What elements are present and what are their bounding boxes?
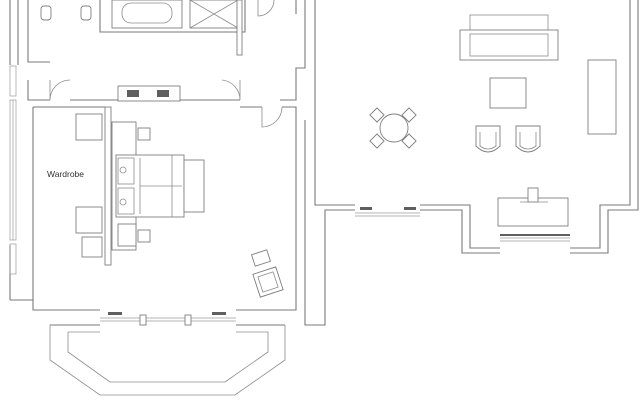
wardrobe-cabinet-2 <box>75 206 103 234</box>
partition <box>236 0 243 56</box>
wardrobe-partition <box>104 106 112 266</box>
dining-set <box>369 107 417 149</box>
doors <box>49 0 283 128</box>
armchair-living-2 <box>515 125 541 153</box>
bathtub <box>111 0 183 29</box>
armchair <box>252 266 284 298</box>
toilet-2 <box>80 5 92 21</box>
living-room <box>369 14 617 227</box>
bed <box>115 154 185 218</box>
bench <box>183 159 205 213</box>
exterior-walls <box>9 0 639 396</box>
bathroom <box>40 0 243 102</box>
nightstand-lamp-1 <box>137 127 151 141</box>
door-bedroom <box>261 106 283 128</box>
side-table <box>117 223 137 247</box>
bedroom: Wardrobe <box>47 106 284 298</box>
radiator-1 <box>108 312 122 315</box>
sofa <box>459 14 559 61</box>
radiator-2 <box>212 312 226 315</box>
nightstand-lamp-2 <box>137 229 151 243</box>
radiator-3 <box>360 207 372 210</box>
basin-1 <box>127 90 139 97</box>
radiator-4 <box>404 207 416 210</box>
coffee-table <box>489 77 527 109</box>
vanity <box>117 85 181 102</box>
windows <box>9 65 570 326</box>
door-bath <box>221 79 241 101</box>
mullion-2 <box>184 314 192 326</box>
door-corridor <box>49 79 71 101</box>
footstool <box>250 249 272 267</box>
ottoman <box>81 236 103 258</box>
toilet-1 <box>40 5 52 21</box>
armchair-living-1 <box>475 125 501 153</box>
window-left-upper <box>9 65 17 97</box>
window-left-lower <box>9 243 17 275</box>
room-label-wardrobe: Wardrobe <box>47 169 84 179</box>
mullion-1 <box>139 314 147 326</box>
basin-2 <box>157 90 169 97</box>
fireplace <box>497 187 569 227</box>
radiator-5 <box>500 234 570 236</box>
wardrobe-cabinet-1 <box>75 113 103 141</box>
door-top <box>257 0 275 17</box>
sideboard <box>587 59 617 135</box>
